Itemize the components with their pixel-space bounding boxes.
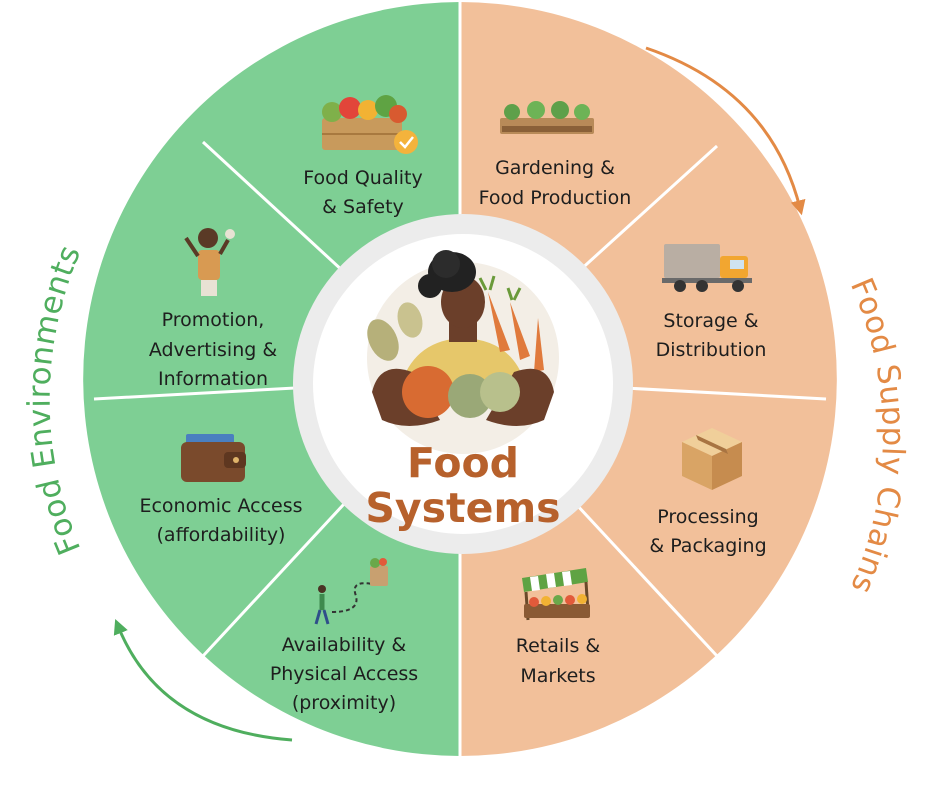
segment-label-line3: Information: [158, 368, 268, 390]
garden-bed-icon: [500, 101, 594, 134]
segment-label-line2: & Packaging: [649, 535, 766, 557]
segment-availability-access: Availability & Physical Access (proximit…: [270, 558, 418, 714]
segment-label-line1: Storage &: [663, 310, 758, 332]
segment-label-line2: (affordability): [157, 524, 286, 546]
segment-label-line1: Gardening &: [495, 157, 615, 179]
segment-label-line1: Promotion,: [162, 309, 265, 331]
right-half-wheel: [460, 2, 837, 756]
segment-storage-distribution: Storage & Distribution: [656, 244, 767, 361]
food-supply-chains-label: Food Supply Chains: [843, 273, 911, 599]
segment-label-line2: Distribution: [656, 339, 767, 361]
segment-label-line2: Physical Access: [270, 663, 418, 685]
segment-label-line1: Processing: [657, 506, 758, 528]
segment-label-line1: Food Quality: [303, 167, 423, 189]
segment-economic-access: Economic Access (affordability): [139, 434, 303, 546]
wallet-icon: [181, 434, 246, 482]
vegetable-crate-icon: [322, 95, 418, 154]
supply-chain-arrow: [645, 46, 806, 216]
market-stall-icon: [522, 568, 590, 621]
woman-holding-vegetables-icon: [367, 250, 559, 454]
segment-gardening-production: Gardening & Food Production: [479, 101, 632, 209]
segment-label-line3: (proximity): [292, 692, 396, 714]
segment-label-line2: & Safety: [322, 196, 404, 218]
segment-label-line2: Food Production: [479, 187, 632, 209]
segment-promotion-advertising: Promotion, Advertising & Information: [149, 228, 278, 390]
segment-label-line1: Retails &: [516, 635, 601, 657]
segment-label-line2: Advertising &: [149, 339, 278, 361]
cardboard-box-icon: [682, 428, 742, 490]
segment-label-line1: Economic Access: [139, 495, 302, 517]
delivery-truck-icon: [662, 244, 752, 292]
left-half-wheel: [83, 2, 460, 756]
walking-to-groceries-icon: [314, 558, 388, 625]
center-title-line1: Food: [407, 439, 519, 487]
segment-retails-markets: Retails & Markets: [516, 568, 601, 687]
person-with-megaphone-icon: [184, 228, 235, 296]
center-title-line2: Systems: [365, 484, 560, 532]
segment-label-line2: Markets: [520, 665, 595, 687]
food-environments-label: Food Environments: [22, 240, 89, 560]
segment-processing-packaging: Processing & Packaging: [649, 428, 767, 557]
segment-food-quality-safety: Food Quality & Safety: [303, 95, 423, 218]
food-environments-arrow: [113, 619, 293, 742]
segment-label-line1: Availability &: [282, 634, 407, 656]
